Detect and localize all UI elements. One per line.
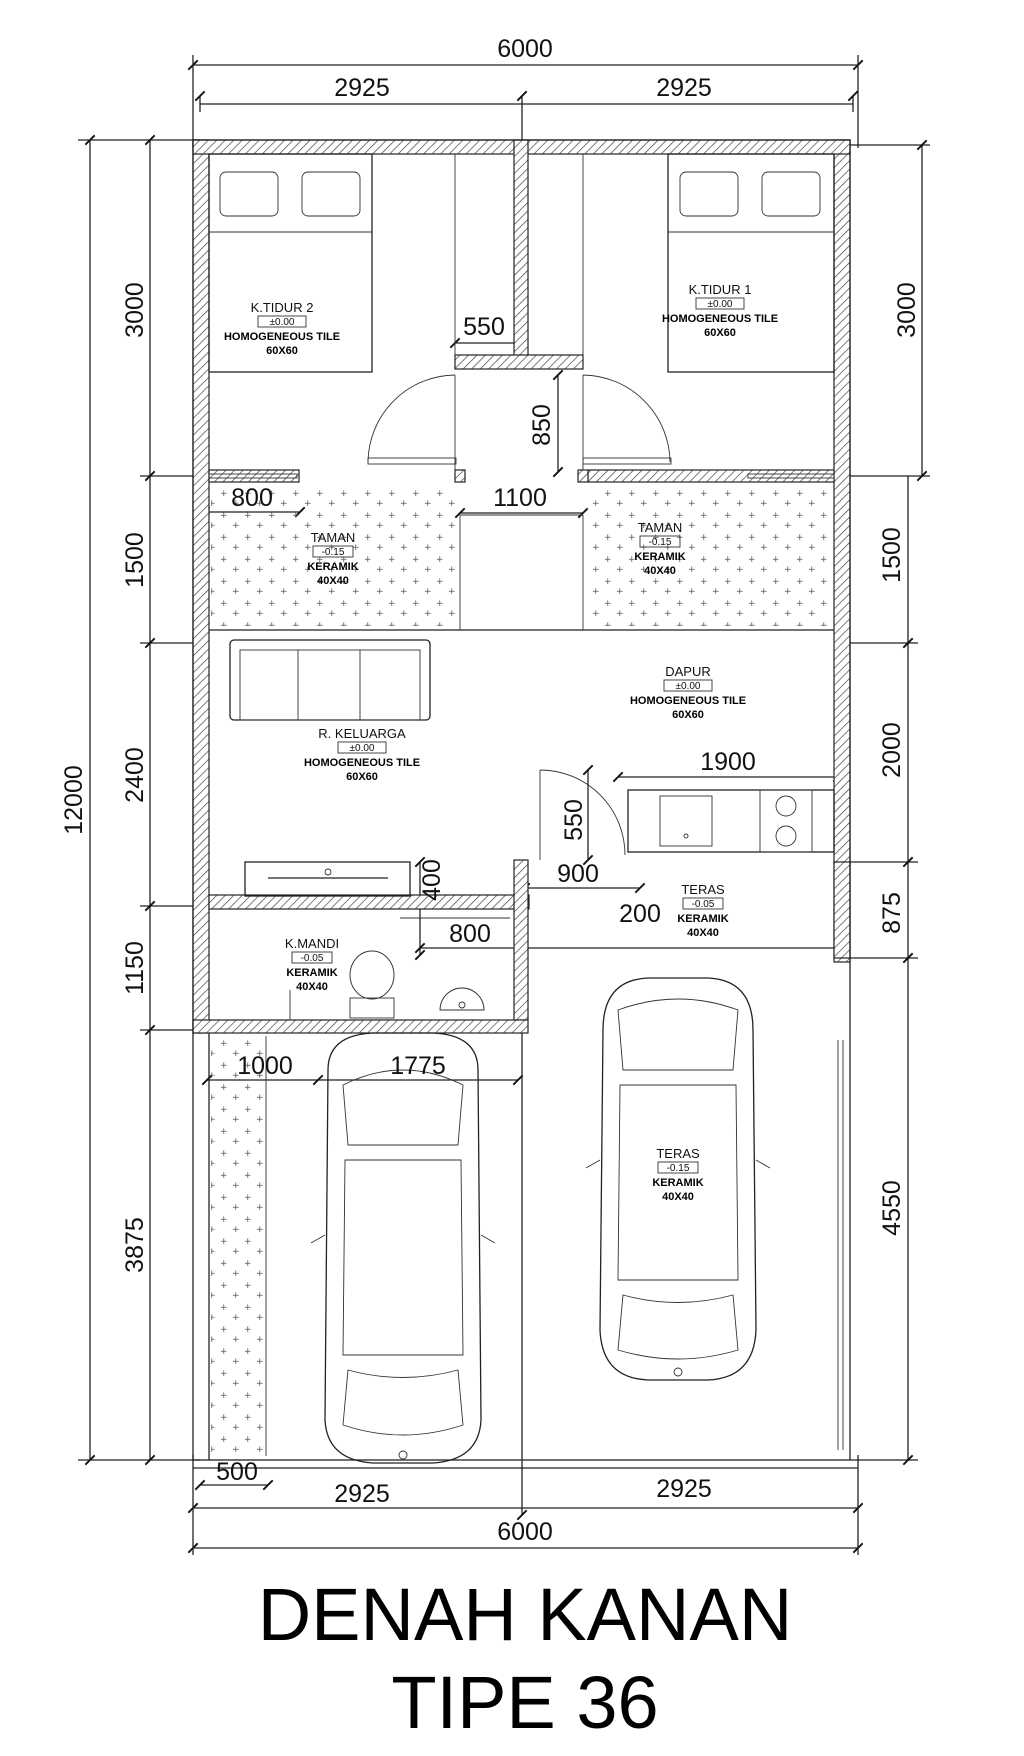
room-label-garden-right: TAMAN -0.15 KERAMIK 40X40 bbox=[634, 520, 685, 577]
dim-right-carport: 4550 bbox=[878, 1180, 906, 1236]
room-label-bathroom: K.MANDI -0.05 KERAMIK 40X40 bbox=[285, 936, 339, 993]
svg-text:40X40: 40X40 bbox=[687, 927, 719, 939]
car-left-icon bbox=[310, 1032, 496, 1464]
room-label-family: R. KELUARGA ±0.00 HOMOGENEOUS TILE 60X60 bbox=[304, 726, 420, 783]
svg-text:KERAMIK: KERAMIK bbox=[652, 1177, 703, 1189]
room-label-terrace-carport: TERAS -0.15 KERAMIK 40X40 bbox=[652, 1146, 703, 1203]
walls bbox=[192, 139, 851, 1034]
door-right-icon bbox=[582, 374, 672, 470]
plan-title-line2: TIPE 36 bbox=[391, 1661, 658, 1744]
tv-cabinet-icon bbox=[244, 861, 411, 897]
dim-left-bathroom: 1150 bbox=[121, 941, 149, 995]
svg-text:40X40: 40X40 bbox=[317, 575, 349, 587]
dim-overall-top: 6000 bbox=[497, 35, 553, 63]
svg-text:±0.00: ±0.00 bbox=[676, 681, 701, 692]
dim-right-terrace: 875 bbox=[878, 892, 906, 934]
dim-left-carport: 3875 bbox=[121, 1217, 149, 1273]
furniture bbox=[208, 153, 835, 1020]
svg-text:60X60: 60X60 bbox=[346, 771, 378, 783]
room-label-bedroom1: K.TIDUR 1 ±0.00 HOMOGENEOUS TILE 60X60 bbox=[662, 282, 778, 339]
dim-door-850: 850 bbox=[528, 404, 556, 446]
dimension-lines bbox=[78, 55, 930, 1555]
svg-text:±0.00: ±0.00 bbox=[270, 317, 295, 328]
bed-right-icon bbox=[667, 153, 835, 373]
svg-text:-0.15: -0.15 bbox=[649, 537, 672, 548]
door-kitchen-icon bbox=[539, 769, 626, 860]
dim-door-kitchen-550: 550 bbox=[560, 799, 588, 841]
svg-text:-0.15: -0.15 bbox=[322, 547, 345, 558]
dim-overall-depth: 12000 bbox=[60, 765, 88, 835]
svg-text:60X60: 60X60 bbox=[266, 345, 298, 357]
dim-step-400: 400 bbox=[418, 859, 446, 901]
dim-right-garden: 1500 bbox=[878, 527, 906, 583]
svg-text:KERAMIK: KERAMIK bbox=[634, 551, 685, 563]
svg-text:K.TIDUR 2: K.TIDUR 2 bbox=[251, 300, 314, 315]
dim-kitchen-1900: 1900 bbox=[700, 748, 756, 776]
dim-top-right: 2925 bbox=[656, 74, 712, 102]
dim-left-family: 2400 bbox=[121, 747, 149, 803]
svg-text:KERAMIK: KERAMIK bbox=[286, 967, 337, 979]
dim-bottom-500: 500 bbox=[216, 1458, 258, 1486]
dim-top-left: 2925 bbox=[334, 74, 390, 102]
svg-text:TERAS: TERAS bbox=[656, 1146, 700, 1161]
svg-text:KERAMIK: KERAMIK bbox=[307, 561, 358, 573]
svg-text:60X60: 60X60 bbox=[672, 709, 704, 721]
svg-text:K.TIDUR 1: K.TIDUR 1 bbox=[689, 282, 752, 297]
dim-right-kitchen: 2000 bbox=[878, 722, 906, 778]
sink-icon bbox=[439, 987, 485, 1011]
dim-carport-1000: 1000 bbox=[237, 1052, 293, 1080]
room-label-garden-left: TAMAN -0.15 KERAMIK 40X40 bbox=[307, 530, 358, 587]
svg-text:K.MANDI: K.MANDI bbox=[285, 936, 339, 951]
svg-text:HOMOGENEOUS TILE: HOMOGENEOUS TILE bbox=[662, 313, 778, 325]
svg-text:HOMOGENEOUS TILE: HOMOGENEOUS TILE bbox=[224, 331, 340, 343]
svg-text:R. KELUARGA: R. KELUARGA bbox=[318, 726, 406, 741]
room-label-bedroom2: K.TIDUR 2 ±0.00 HOMOGENEOUS TILE 60X60 bbox=[224, 300, 340, 357]
room-lines bbox=[192, 139, 851, 1461]
dim-right-bedroom: 3000 bbox=[893, 282, 921, 338]
door-left-icon bbox=[367, 374, 457, 470]
svg-text:40X40: 40X40 bbox=[662, 1191, 694, 1203]
toilet-icon bbox=[349, 950, 395, 1019]
svg-text:TAMAN: TAMAN bbox=[638, 520, 683, 535]
dim-carport-1775: 1775 bbox=[390, 1052, 446, 1080]
svg-text:TERAS: TERAS bbox=[681, 882, 725, 897]
dim-left-bedroom: 3000 bbox=[121, 282, 149, 338]
svg-text:TAMAN: TAMAN bbox=[311, 530, 356, 545]
dim-opening-1100: 1100 bbox=[493, 484, 547, 512]
room-label-kitchen: DAPUR ±0.00 HOMOGENEOUS TILE 60X60 bbox=[630, 664, 746, 721]
plan-title-line1: DENAH KANAN bbox=[258, 1573, 793, 1656]
svg-text:KERAMIK: KERAMIK bbox=[677, 913, 728, 925]
svg-text:40X40: 40X40 bbox=[296, 981, 328, 993]
dimension-labels: 6000 2925 2925 12000 3000 1500 2400 1150… bbox=[60, 35, 921, 1546]
dim-window-800: 800 bbox=[231, 484, 273, 512]
dim-bottom-right: 2925 bbox=[656, 1475, 712, 1503]
car-right-icon bbox=[585, 977, 771, 1381]
svg-text:-0.05: -0.05 bbox=[301, 953, 324, 964]
dim-step-200: 200 bbox=[619, 900, 661, 928]
dim-left-garden: 1500 bbox=[121, 532, 149, 588]
svg-text:HOMOGENEOUS TILE: HOMOGENEOUS TILE bbox=[630, 695, 746, 707]
svg-text:-0.05: -0.05 bbox=[692, 899, 715, 910]
kitchen-counter-icon bbox=[627, 789, 835, 853]
bed-left-icon bbox=[208, 153, 373, 373]
dim-bottom-left: 2925 bbox=[334, 1480, 390, 1508]
svg-text:60X60: 60X60 bbox=[704, 327, 736, 339]
dim-step-900: 900 bbox=[557, 860, 599, 888]
svg-text:±0.00: ±0.00 bbox=[350, 743, 375, 754]
dim-door-550: 550 bbox=[463, 313, 505, 341]
svg-text:±0.00: ±0.00 bbox=[708, 299, 733, 310]
dim-overall-bottom: 6000 bbox=[497, 1518, 553, 1546]
dim-bath-800: 800 bbox=[449, 920, 491, 948]
svg-text:-0.15: -0.15 bbox=[667, 1163, 690, 1174]
svg-text:40X40: 40X40 bbox=[644, 565, 676, 577]
sofa-icon bbox=[229, 639, 431, 721]
svg-text:HOMOGENEOUS TILE: HOMOGENEOUS TILE bbox=[304, 757, 420, 769]
svg-text:DAPUR: DAPUR bbox=[665, 664, 711, 679]
garden-texture bbox=[211, 484, 832, 1456]
room-label-terrace-small: TERAS -0.05 KERAMIK 40X40 bbox=[677, 882, 728, 939]
